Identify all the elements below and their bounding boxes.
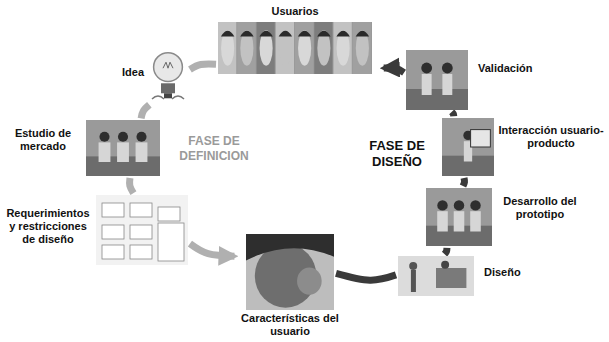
step-node: Requerimientos y restricciones de diseño xyxy=(96,195,188,265)
step-node: Idea xyxy=(148,45,188,103)
cycle-arrow xyxy=(445,248,447,254)
cycle-arrow xyxy=(130,178,134,193)
cycle-arrow xyxy=(190,244,235,257)
step-node: Características del usuario xyxy=(246,234,334,310)
step-node: Desarrollo del prototipo xyxy=(426,188,492,246)
step-node: Estudio de mercado xyxy=(86,120,160,176)
step-label: Idea xyxy=(104,66,144,79)
step-photo xyxy=(442,118,494,176)
step-photo xyxy=(96,195,188,265)
step-label: Desarrollo del prototipo xyxy=(498,195,582,221)
step-photo xyxy=(148,45,188,103)
step-node: Usuarios xyxy=(218,22,372,74)
step-label: Usuarios xyxy=(255,5,335,18)
step-node: Diseño xyxy=(398,256,474,296)
step-photo xyxy=(426,188,492,246)
cycle-arrow xyxy=(463,178,465,186)
step-label: Interacción usuario-producto xyxy=(498,124,604,150)
cycle-arrow xyxy=(452,112,454,116)
cycle-arrow xyxy=(384,68,404,73)
cycle-arrow xyxy=(190,64,216,70)
step-photo xyxy=(86,120,160,176)
step-node: Validación xyxy=(406,50,468,110)
step-photo xyxy=(246,234,334,310)
step-label: Estudio de mercado xyxy=(4,127,82,153)
step-label: Requerimientos y restricciones de diseño xyxy=(3,207,93,247)
cycle-arrow xyxy=(141,105,149,119)
step-label: Diseño xyxy=(484,266,540,279)
phase-label: FASE DE DEFINICION xyxy=(168,134,260,164)
step-photo xyxy=(218,22,372,74)
step-label: Características del usuario xyxy=(230,312,350,338)
step-node: Interacción usuario-producto xyxy=(442,118,494,176)
cycle-arrow xyxy=(336,273,396,280)
step-label: Validación xyxy=(478,62,554,75)
step-photo xyxy=(398,256,474,296)
phase-label: FASE DE DISEÑO xyxy=(356,138,438,171)
step-photo xyxy=(406,50,468,110)
